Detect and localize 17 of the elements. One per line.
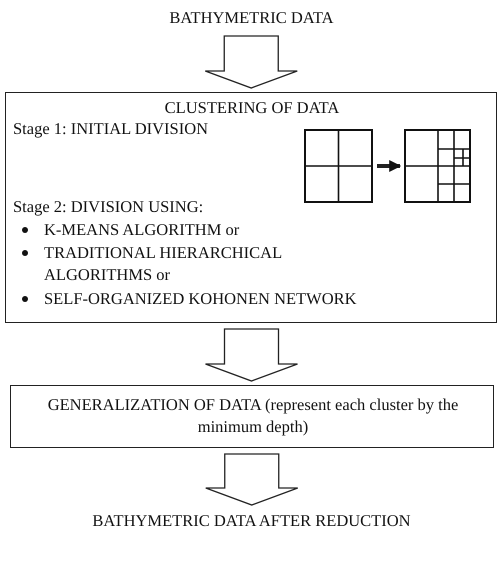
box-text: GENERALIZATION OF DATA (represent each cluster by the minimum depth) — [46, 394, 460, 438]
block-arrow — [205, 453, 298, 506]
list-item: TRADITIONAL HIERARCHICAL ALGORITHMS or — [44, 242, 283, 286]
arrow — [377, 160, 402, 172]
process-box — [5, 92, 497, 323]
process-box — [10, 385, 494, 448]
box-text: Stage 2: DIVISION USING: — [13, 196, 204, 218]
block-arrow — [204, 328, 298, 382]
subdivided-grid-drawing — [404, 129, 471, 203]
block-arrow — [204, 35, 298, 89]
node-label: BATHYMETRIC DATA — [168, 7, 335, 29]
list-item: K-MEANS ALGORITHM or — [44, 219, 240, 241]
node-label: BATHYMETRIC DATA AFTER REDUCTION — [91, 510, 412, 532]
box-heading: CLUSTERING OF DATA — [164, 97, 340, 119]
box-text: Stage 1: INITIAL DIVISION — [13, 118, 210, 140]
initial-grid-drawing — [304, 129, 373, 203]
list-item: SELF-ORGANIZED KOHONEN NETWORK — [44, 288, 358, 310]
